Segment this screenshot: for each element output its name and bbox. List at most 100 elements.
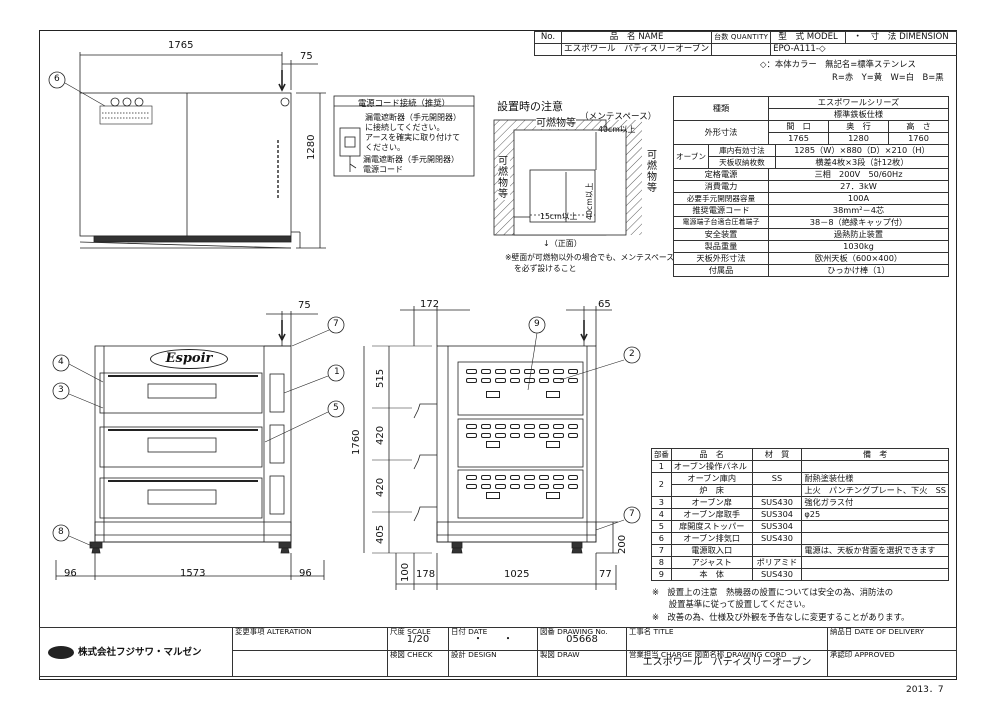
company-cell: 株式会社フジサワ・マルゼン [39,627,233,677]
parts-row-note: 電源は、天板か背面を選択できます [801,544,949,557]
year: 2013．7 [906,685,944,695]
parts-row-note: 強化ガラス付 [801,496,949,509]
callout-1: 1 [334,367,340,377]
power-cord-title: 電源コード接続（推奨） [357,98,451,108]
parts-row-mat [751,484,803,497]
callout-4: 4 [58,357,64,367]
parts-row-no: 1 [651,460,672,473]
spec-power-label: 定格電源 [673,168,769,181]
dim-top-height: 1280 [306,134,317,160]
install-front: ↓（正面） [543,239,582,248]
parts-row-no: 9 [651,568,672,581]
side-vents-2 [466,424,578,438]
header-name-label: 品 名 NAME [560,31,713,44]
parts-row-mat: SUS430 [751,532,803,545]
power-cord-line3: アースを確実に取り付けて [365,133,461,142]
side-port-1 [486,391,500,398]
parts-row-no: 6 [651,532,672,545]
cord-label: 図面名称 DRAWING CORD [694,650,787,659]
install-combustible-right: 可燃物等 [647,150,657,194]
install-combustible-left: 可燃物等 [498,156,510,200]
parts-row-name: 本 体 [670,568,753,581]
date-cell: 日付 DATE・ ・ [448,627,538,651]
dim-top-width: 1765 [168,40,194,51]
parts-row-note: 上火 パンチングプレート、下火 SS [801,484,949,497]
parts-row-no: 3 [651,496,672,509]
spec-series-value: エスポワールシリーズ [768,96,949,109]
check-label: 検図 CHECK [387,650,449,677]
parts-row-name: アジャスト [670,556,753,569]
spec-plate-value: 欧州天板（600×400） [768,252,949,265]
dim-total-height: 1760 [351,429,362,455]
company-logo-icon [48,645,74,659]
parts-row-note [801,532,949,545]
spec-col-d: 奥 行 [828,120,889,133]
spec-cord-label: 推奨電源コード [673,204,769,217]
spec-col-w: 間 口 [768,120,829,133]
spec-plate-label: 天板外形寸法 [673,252,769,265]
spec-series-label: 種類 [673,96,769,121]
parts-row-note [801,568,949,581]
side-port-5 [486,492,500,499]
parts-row-name: 扉開度ストッパー [670,520,753,533]
dim-front-bottom-right: 96 [299,568,312,579]
install-combustible-top: 可燃物等 [536,114,576,129]
spec-cord-value: 38mm²－4芯 [768,204,949,217]
parts-row-note: φ25 [801,508,949,521]
parts-h-no: 部番 [651,448,672,461]
parts-row-note [801,556,949,569]
spec-terminal-label: 電源端子台適合圧着端子 [673,216,769,229]
color-note-2: R=赤 Y=黄 W=白 B=黒 [832,72,944,82]
parts-row-note [801,460,949,473]
parts-h-name: 品 名 [670,448,753,461]
date-label: 日付 DATE [451,627,488,636]
spec-inner-value: 1285（W）×880（D）×210（H） [774,144,950,157]
company-name: 株式会社フジサワ・マルゼン [78,646,202,658]
charge-label: 営業担当 CHARGE [629,650,693,659]
dim-side-h4: 405 [375,524,386,544]
header-qty-value [711,43,772,56]
parts-row-mat: SS [751,472,803,485]
approved-label: 承認印 APPROVED [827,650,957,677]
spec-weight-label: 製品重量 [673,240,769,253]
spec-terminal-value: 38－8（絶縁キャップ付） [768,216,949,229]
parts-row-name: 炉 床 [670,484,753,497]
product-name: エスポワール パティスリーオーブン [560,43,713,56]
parts-row-name: オーブン扉取手 [670,508,753,521]
parts-row-mat: SUS304 [751,508,803,521]
parts-h-mat: 材 質 [751,448,803,461]
header-no-value [534,43,562,56]
dim-side-bottom-mid: 1025 [504,569,530,580]
install-title: 設置時の注意 [497,100,563,113]
scale-label: 尺度 SCALE [390,627,431,636]
dim-side-top: 172 [420,299,440,310]
parts-h-note: 備 考 [801,448,949,461]
dim-front-bottom-mid: 1573 [180,568,206,579]
callout-7b: 7 [629,509,635,519]
design-label: 設計 DESIGN [448,650,538,677]
delivery-label: 納品日 DATE OF DELIVERY [827,627,957,651]
parts-row-mat: SUS430 [751,496,803,509]
callout-5: 5 [333,403,339,413]
color-note-1: ◇：本体カラー 無記名=標準ステンレス [760,59,916,69]
drawing-frame [39,30,957,680]
spec-val-d: 1280 [828,132,889,145]
cord-value: エスポワール パティスリーオーブン [642,657,812,669]
spec-val-h: 1760 [888,132,949,145]
callout-3: 3 [58,385,64,395]
dim-front-bottom-left: 96 [64,568,77,579]
dim-side-foot: 100 [400,562,411,582]
parts-row-mat: ポリアミド [751,556,803,569]
spec-weight-value: 1030kg [768,240,949,253]
alteration-label: 変更事項 ALTERATION [232,627,388,651]
drawing-no-cell: 図番 DRAWING No.05668 [537,627,627,651]
spec-col-h: 高 さ [888,120,949,133]
dim-side-h3: 420 [375,477,386,497]
power-cord-line4: ください。 [365,143,405,152]
spec-series-sub: 標準鉄板仕様 [768,108,949,121]
parts-row-no: 7 [651,544,672,557]
side-vents [466,369,578,383]
